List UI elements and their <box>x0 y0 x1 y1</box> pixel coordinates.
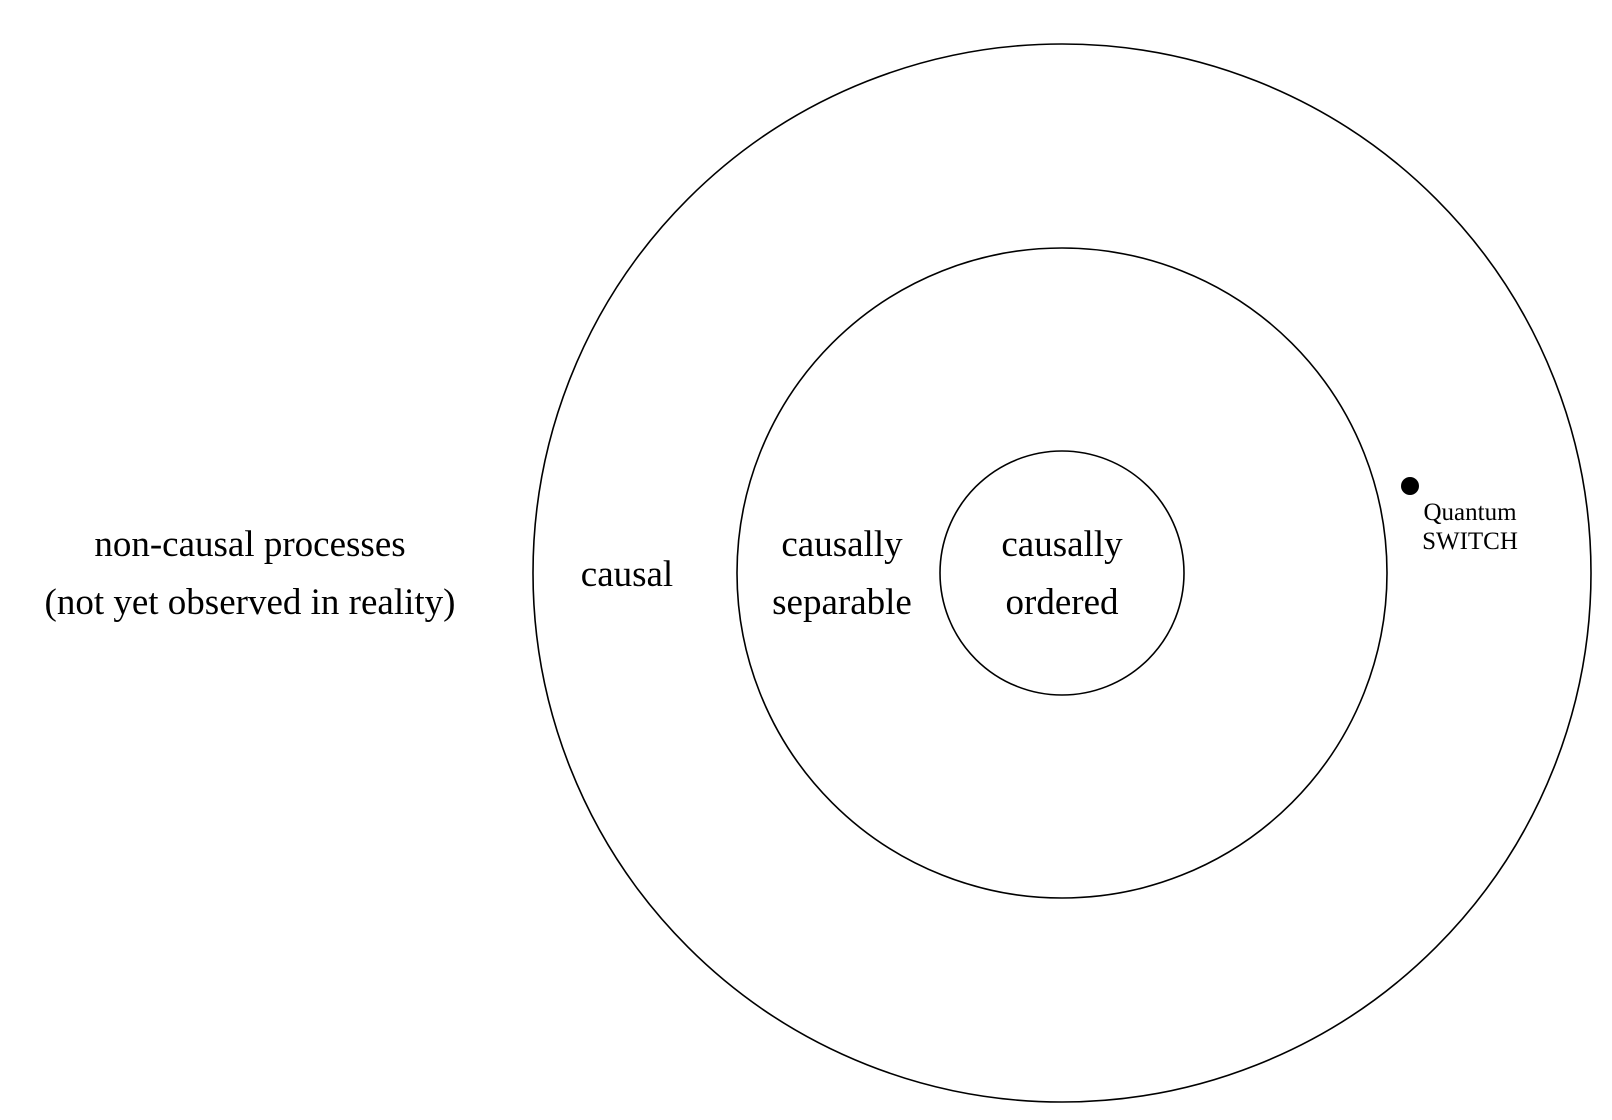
causally-ordered-label-line2: ordered <box>1005 582 1119 623</box>
causally-separable-label: causally separable <box>742 516 942 632</box>
causally-ordered-circle <box>939 450 1185 696</box>
quantum-switch-label-line1: Quantum <box>1423 499 1517 526</box>
causal-label-text: causal <box>580 554 674 595</box>
quantum-switch-point <box>1401 477 1419 495</box>
causally-separable-label-line1: causally <box>781 524 903 565</box>
non-causal-label-line1: non-causal processes <box>94 524 406 565</box>
quantum-switch-label-line2: SWITCH <box>1422 528 1518 555</box>
causal-label: causal <box>547 546 707 604</box>
causally-ordered-label: causally ordered <box>962 516 1162 632</box>
causally-separable-label-line2: separable <box>772 582 912 623</box>
causally-separable-circle <box>736 247 1388 899</box>
causally-ordered-label-line1: causally <box>1001 524 1123 565</box>
causal-circle <box>532 43 1592 1103</box>
quantum-switch-label: Quantum SWITCH <box>1405 498 1535 556</box>
non-causal-label: non-causal processes (not yet observed i… <box>0 516 500 632</box>
non-causal-label-line2: (not yet observed in reality) <box>44 582 456 623</box>
